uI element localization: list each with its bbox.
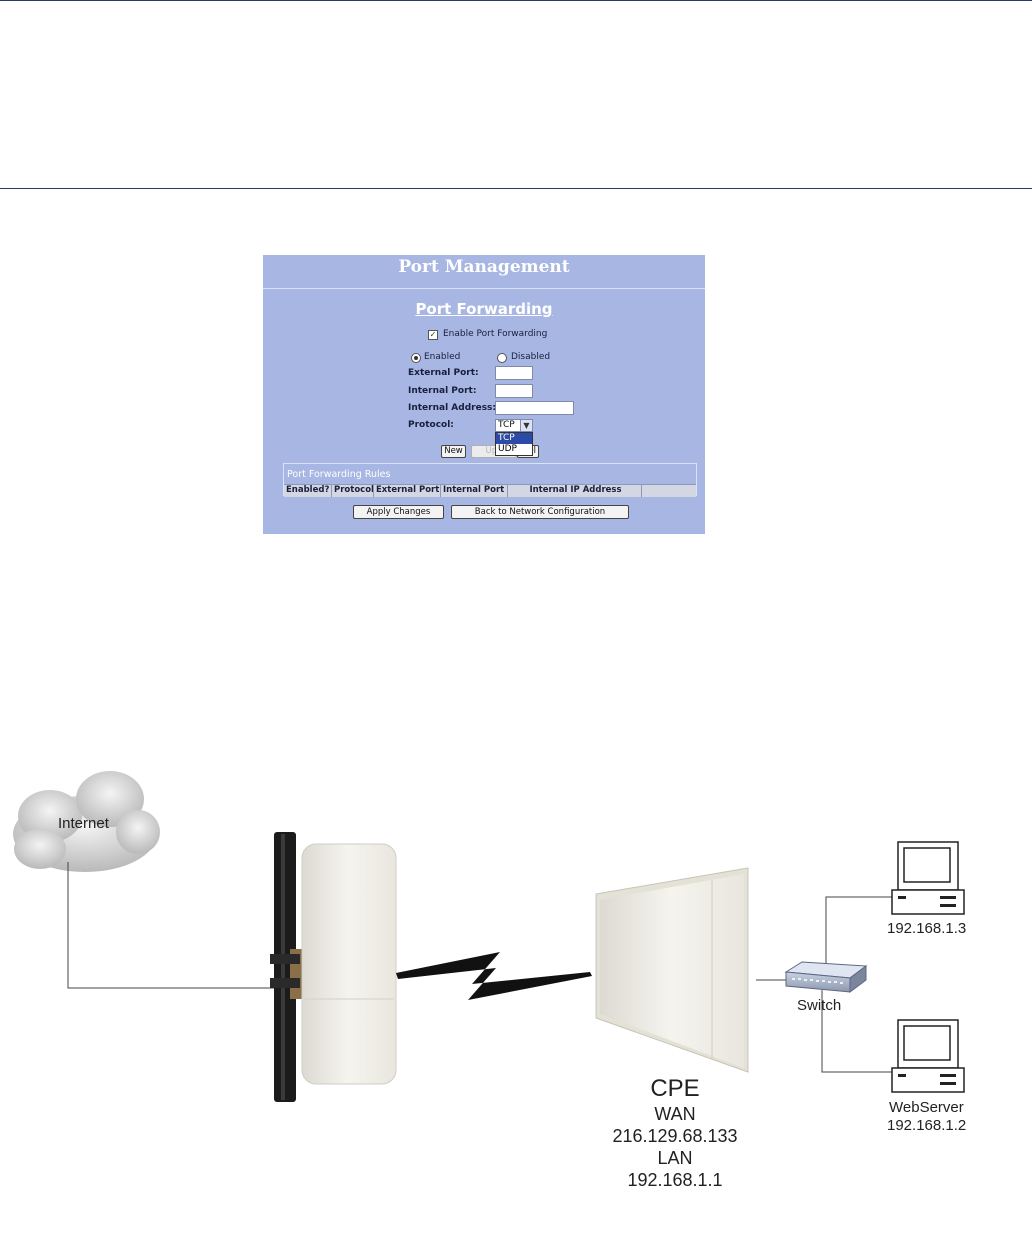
internal-port-label: Internal Port: xyxy=(408,386,477,396)
protocol-option-tcp[interactable]: TCP xyxy=(496,433,532,444)
external-port-input[interactable] xyxy=(495,366,533,380)
top-rule xyxy=(0,0,1032,1)
protocol-option-udp[interactable]: UDP xyxy=(498,444,517,454)
internal-address-input[interactable] xyxy=(495,401,574,415)
port-management-panel: Port Management Port Forwarding ✓ Enable… xyxy=(263,255,705,534)
webserver-label: WebServer xyxy=(889,1099,964,1116)
chevron-down-icon[interactable]: ▼ xyxy=(520,420,532,431)
cpe-label: CPE xyxy=(650,1075,700,1102)
col-internal-port: Internal Port xyxy=(441,485,508,497)
wireless-link-icon xyxy=(396,952,592,1000)
pc1-ip-label: 192.168.1.3 xyxy=(887,920,967,937)
section-rule xyxy=(0,188,1032,189)
switch-label: Switch xyxy=(797,997,842,1014)
rules-table-header: Enabled? Protocol External Port Internal… xyxy=(284,484,696,497)
webserver-ip-label: 192.168.1.2 xyxy=(887,1117,967,1134)
col-actions xyxy=(642,485,696,497)
internet-cloud-icon xyxy=(13,771,160,872)
switch-icon xyxy=(784,961,868,993)
col-external-port: External Port xyxy=(376,485,441,497)
cpe-info: CPE WAN 216.129.68.133 LAN 192.168.1.1 xyxy=(560,1075,790,1191)
apply-changes-button[interactable]: Apply Changes xyxy=(353,505,444,519)
enable-port-forwarding-label: Enable Port Forwarding xyxy=(443,329,548,339)
protocol-selected-value: TCP xyxy=(498,420,515,430)
lan-ip: 192.168.1.1 xyxy=(627,1170,723,1190)
enabled-radio[interactable] xyxy=(411,353,421,363)
col-protocol: Protocol xyxy=(334,485,374,497)
enable-port-forwarding-checkbox[interactable]: ✓ xyxy=(428,330,438,340)
disabled-radio-label: Disabled xyxy=(511,352,551,362)
header-divider xyxy=(263,288,705,289)
page-title: Port Management xyxy=(398,257,570,277)
rules-table-title: Port Forwarding Rules xyxy=(287,469,391,480)
back-to-network-configuration-button[interactable]: Back to Network Configuration xyxy=(451,505,629,519)
lan-label: LAN xyxy=(657,1148,693,1168)
computer-icon xyxy=(891,841,965,915)
col-enabled: Enabled? xyxy=(284,485,332,497)
port-forwarding-rules-table: Port Forwarding Rules Enabled? Protocol … xyxy=(283,463,697,497)
cpe-antenna-icon xyxy=(595,867,749,1073)
section-title: Port Forwarding xyxy=(415,300,553,318)
wan-label: WAN xyxy=(654,1104,696,1124)
disabled-radio[interactable] xyxy=(497,353,507,363)
wan-ip: 216.129.68.133 xyxy=(612,1126,738,1146)
network-diagram xyxy=(13,771,965,1102)
protocol-dropdown-list: TCP UDP xyxy=(495,432,533,456)
base-station-antenna-icon xyxy=(270,832,397,1102)
webserver-computer-icon xyxy=(891,1019,965,1093)
switch-pc1-line xyxy=(822,896,896,971)
protocol-select[interactable]: TCP ▼ xyxy=(495,419,533,432)
internal-port-input[interactable] xyxy=(495,384,533,398)
col-internal-ip: Internal IP Address xyxy=(508,485,642,497)
new-button[interactable]: New xyxy=(441,445,466,458)
enabled-radio-label: Enabled xyxy=(424,352,461,362)
switch-webserver-line xyxy=(821,990,896,1073)
internal-address-label: Internal Address: xyxy=(408,403,497,413)
protocol-label: Protocol: xyxy=(408,420,454,430)
external-port-label: External Port: xyxy=(408,368,479,378)
internet-label: Internet xyxy=(58,815,109,832)
internet-link-line xyxy=(67,862,281,989)
